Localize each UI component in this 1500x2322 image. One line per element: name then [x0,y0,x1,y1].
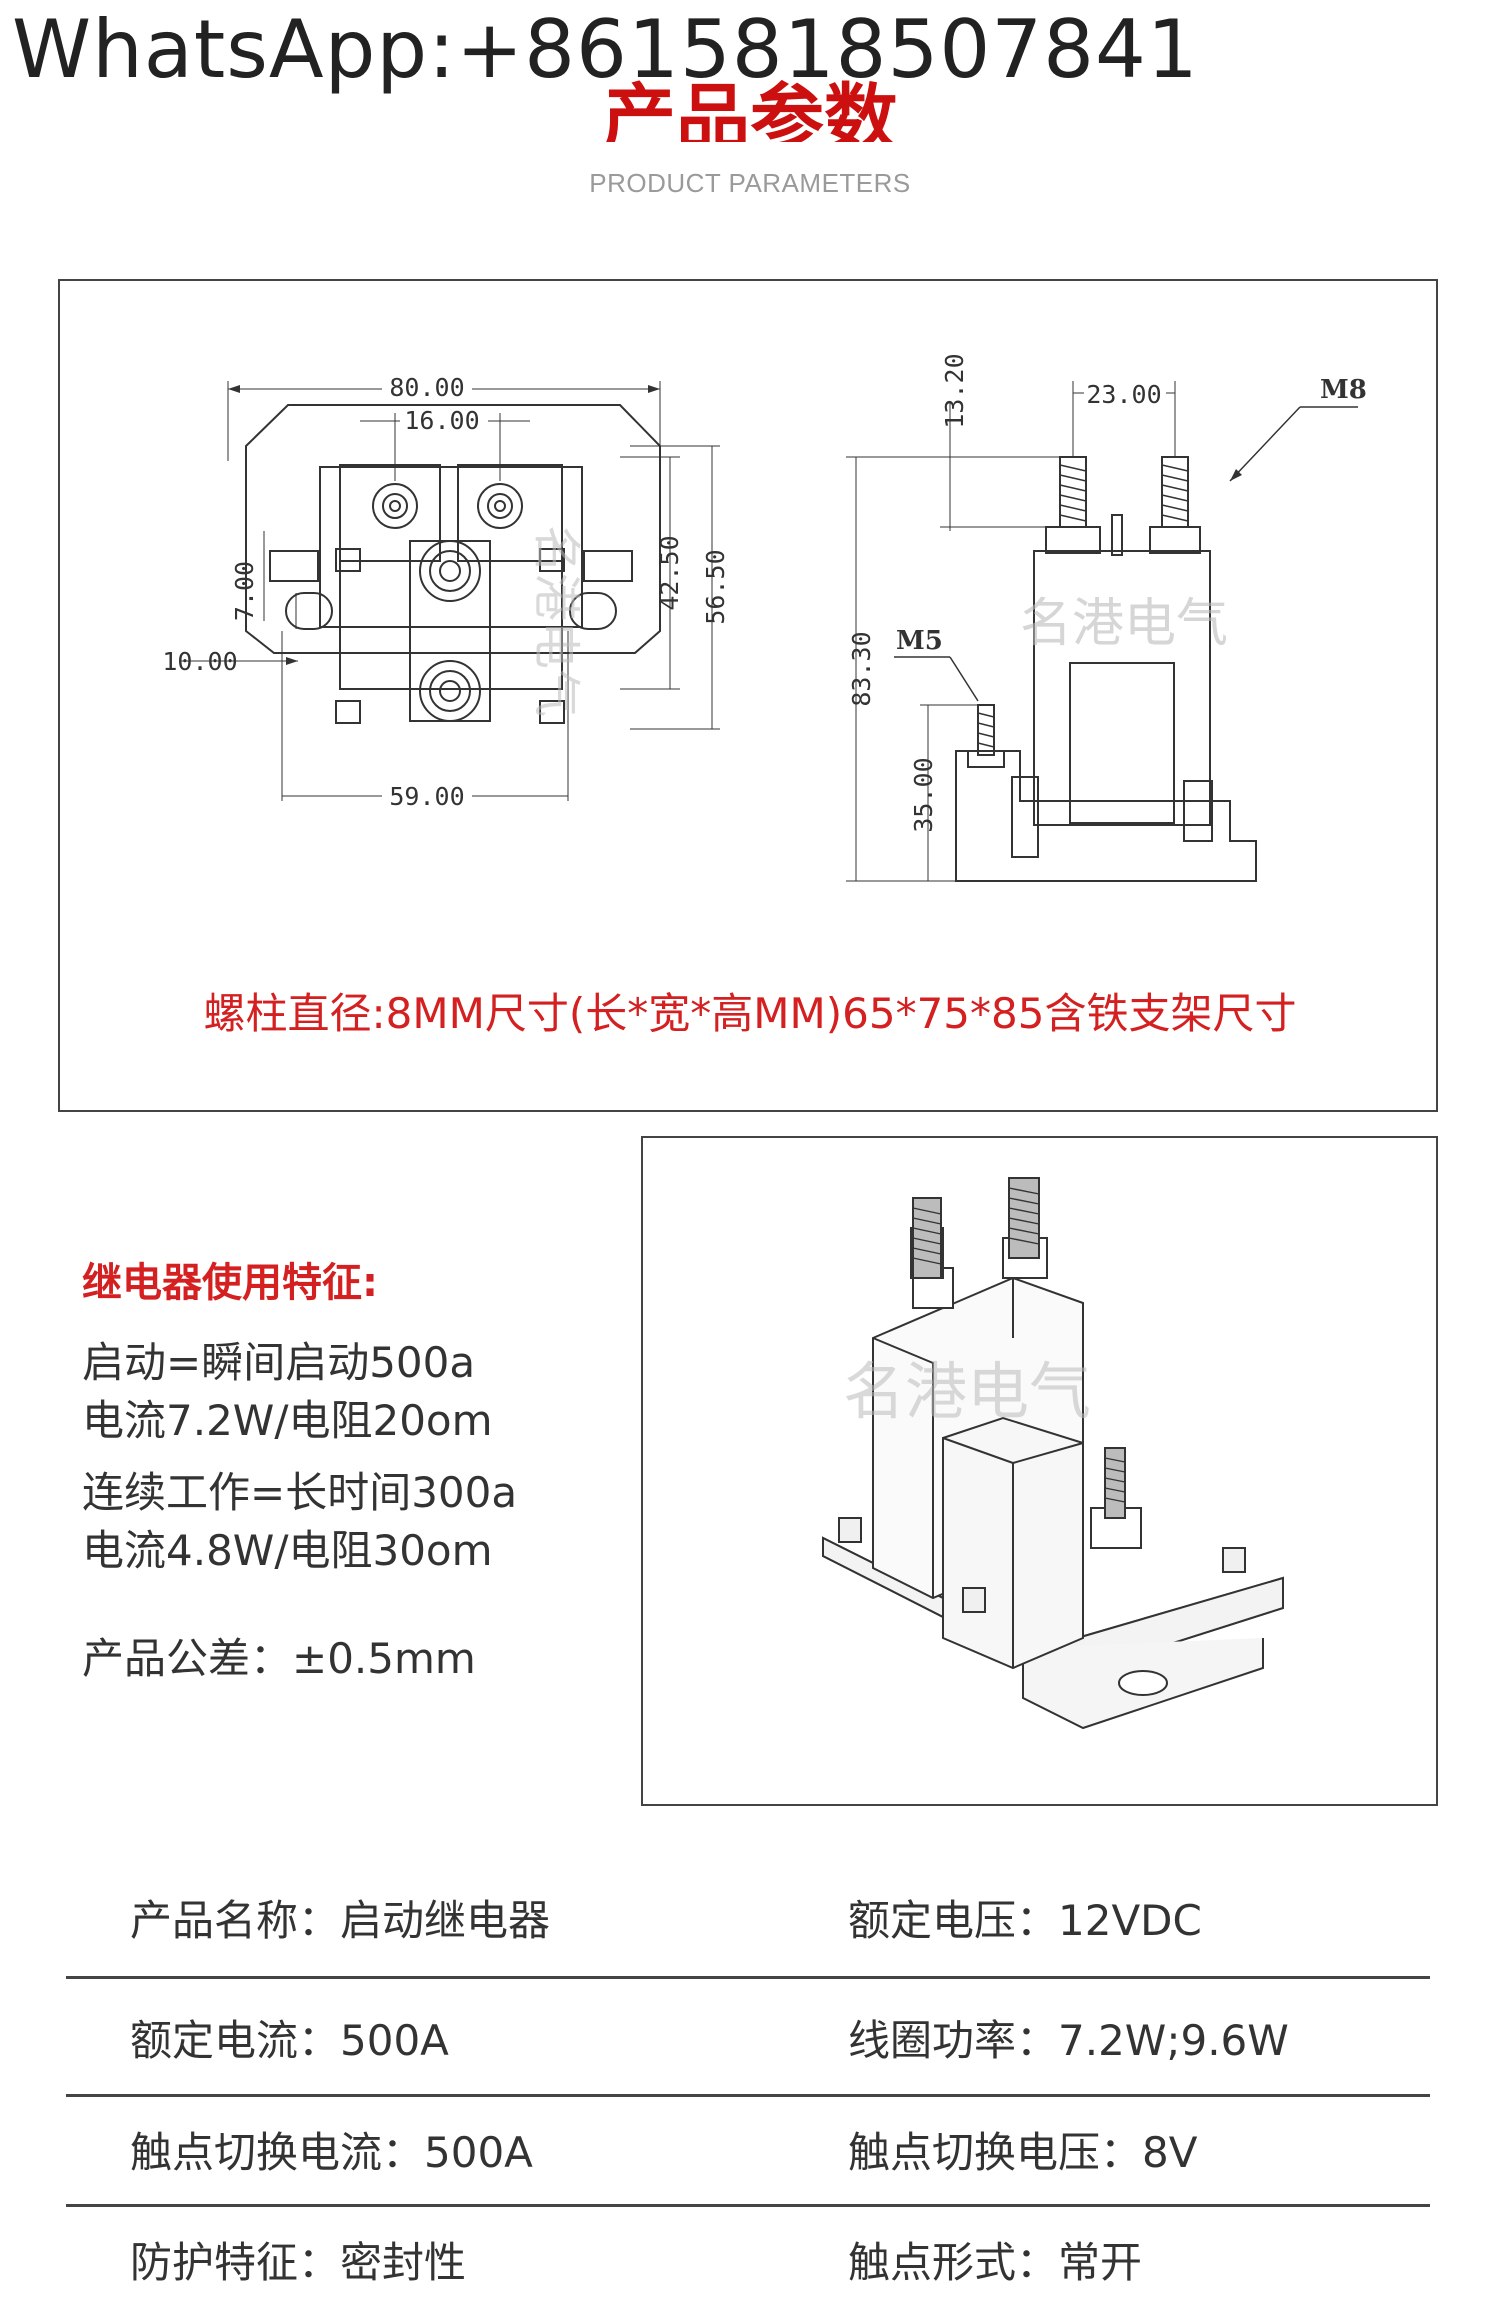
dim-front-80: 80.00 [389,373,464,402]
dim-side-23: 23.00 [1086,380,1161,409]
drawing-watermark: 名港电气 [1020,594,1228,654]
spec-left: 防护特征：密封性 [130,2238,467,2287]
feature-line: 连续工作=长时间300a [82,1468,518,1517]
feature-line: 电流4.8W/电阻30om [82,1526,493,1575]
spec-row: 额定电流：500A 线圈功率：7.2W;9.6W [0,1982,1500,2100]
illustration-watermark: 名港电气 [843,1355,1091,1428]
dim-front-16: 16.00 [404,406,479,435]
dim-front-7: 7.00 [230,561,259,621]
spec-left: 产品名称：启动继电器 [130,1896,551,1945]
dim-side-13: 13.20 [940,353,969,428]
dim-side-35: 35.00 [909,757,938,832]
spec-divider [66,1976,1430,1979]
spec-divider [66,2094,1430,2097]
section-title-en: PRODUCT PARAMETERS [589,168,911,198]
spec-row: 防护特征：密封性 触点形式：常开 [0,2204,1500,2322]
section-title-cn: 产品参数 [602,76,898,142]
product-illustration-panel: 名港电气 [641,1136,1438,1806]
dim-front-42: 42.50 [655,535,684,610]
feature-line: 启动=瞬间启动500a [82,1338,476,1387]
dim-front-59: 59.00 [389,782,464,811]
spec-row: 触点切换电流：500A 触点切换电压：8V [0,2094,1500,2212]
front-view: 80.00 16.00 7.00 10.00 42.50 56.50 [162,373,730,811]
spec-divider [66,2204,1430,2207]
dim-side-83: 83.30 [847,631,876,706]
drawing-watermark-vertical: 名港电气 [528,525,584,717]
spec-right: 线圈功率：7.2W;9.6W [848,2016,1289,2065]
spec-right: 触点切换电压：8V [848,2128,1198,2177]
feature-line-tolerance: 产品公差：±0.5mm [82,1634,476,1683]
dimension-drawing: 80.00 16.00 7.00 10.00 42.50 56.50 [162,353,1367,882]
spec-left: 触点切换电流：500A [130,2128,533,2177]
technical-drawing-panel: 80.00 16.00 7.00 10.00 42.50 56.50 [58,279,1438,1112]
spec-right: 额定电压：12VDC [848,1896,1202,1945]
label-m5: M5 [896,626,943,656]
side-view: 13.20 23.00 M8 83.30 M5 3 [846,353,1367,882]
relay-illustration: 名港电气 [822,1177,1284,1730]
dim-front-56: 56.50 [701,549,730,624]
whatsapp-watermark: WhatsApp:+8615818507841 [12,3,1199,96]
label-m8: M8 [1320,375,1367,405]
features-heading: 继电器使用特征: [82,1260,378,1306]
spec-left: 额定电流：500A [130,2016,449,2065]
relay-features: 继电器使用特征: 启动=瞬间启动500a 电流7.2W/电阻20om 连续工作=… [82,1250,642,1688]
feature-line: 电流7.2W/电阻20om [82,1396,493,1445]
spec-right: 触点形式：常开 [848,2238,1143,2287]
dim-front-10: 10.00 [162,647,237,676]
spec-row: 产品名称：启动继电器 额定电压：12VDC [0,1862,1500,1980]
dimension-note: 螺柱直径:8MM尺寸(长*宽*高MM)65*75*85含铁支架尺寸 [203,989,1297,1038]
